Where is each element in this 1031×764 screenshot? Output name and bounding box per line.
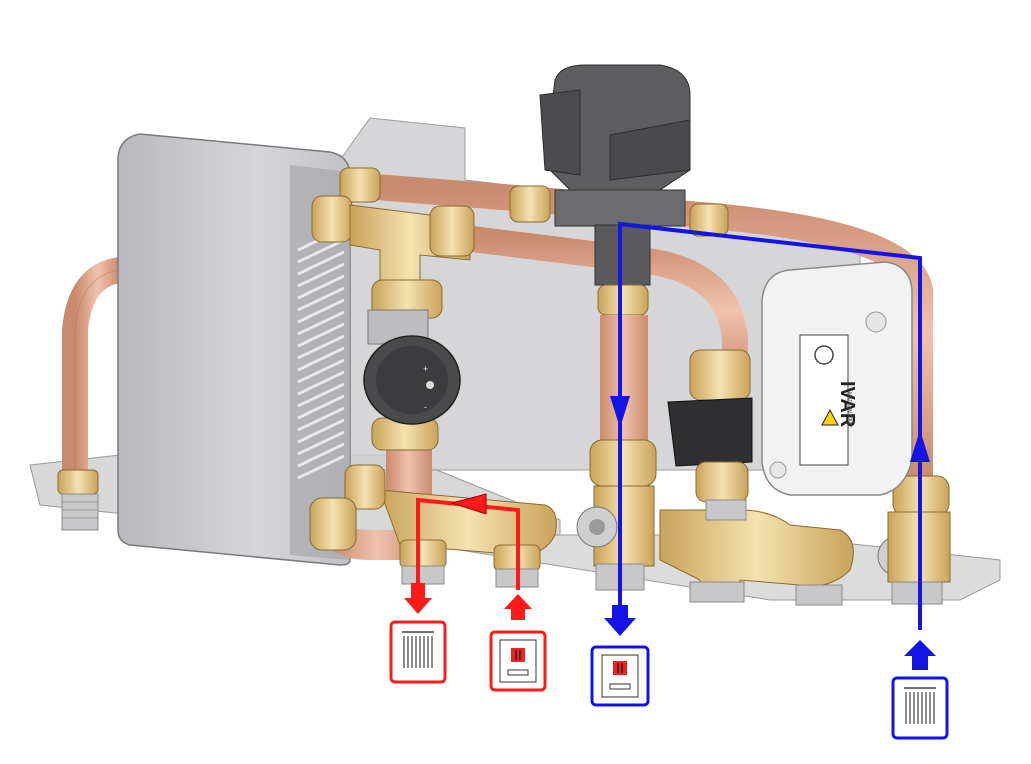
radiator-icon	[904, 687, 936, 724]
top-brass-fittings	[311, 167, 729, 286]
valve-plus-mark: +	[423, 364, 428, 374]
boiler-icon	[601, 654, 639, 698]
made-in-text: MADE IN ITALY	[846, 392, 852, 428]
zone-valve-actuator	[659, 349, 854, 606]
cold-up-direction-arrow	[910, 430, 930, 462]
heater-right-box	[891, 676, 949, 740]
hot-supply-arrow	[404, 583, 432, 614]
valve-indicator-dot	[426, 381, 434, 389]
hot-flow-direction-arrow	[450, 493, 487, 515]
left-bottom-fitting	[57, 469, 99, 531]
mixing-valve	[367, 279, 443, 451]
heater-left-box	[389, 620, 447, 684]
hot-manifold	[309, 464, 557, 588]
boiler-blue-box	[590, 645, 650, 707]
pump-motor	[539, 64, 691, 286]
boiler-red-box	[489, 630, 547, 692]
radiator-icon	[402, 631, 434, 668]
sun-icon	[814, 345, 834, 365]
control-box: IVAR MADE IN ITALY	[761, 261, 913, 496]
cold-return-arrow	[904, 640, 936, 670]
valve-minus-mark: -	[424, 402, 427, 412]
boiler-icon	[499, 639, 537, 683]
cold-down-direction-arrow	[610, 396, 630, 428]
warning-icon	[821, 408, 839, 426]
hot-return-arrow	[504, 594, 532, 620]
valve-handle: + -	[363, 335, 461, 425]
left-gauge	[576, 506, 618, 548]
brand-logo-text: IVAR	[836, 381, 858, 428]
left-copper-loop	[62, 257, 133, 483]
cold-supply-arrow	[604, 605, 636, 636]
plate-heat-exchanger	[117, 133, 351, 566]
